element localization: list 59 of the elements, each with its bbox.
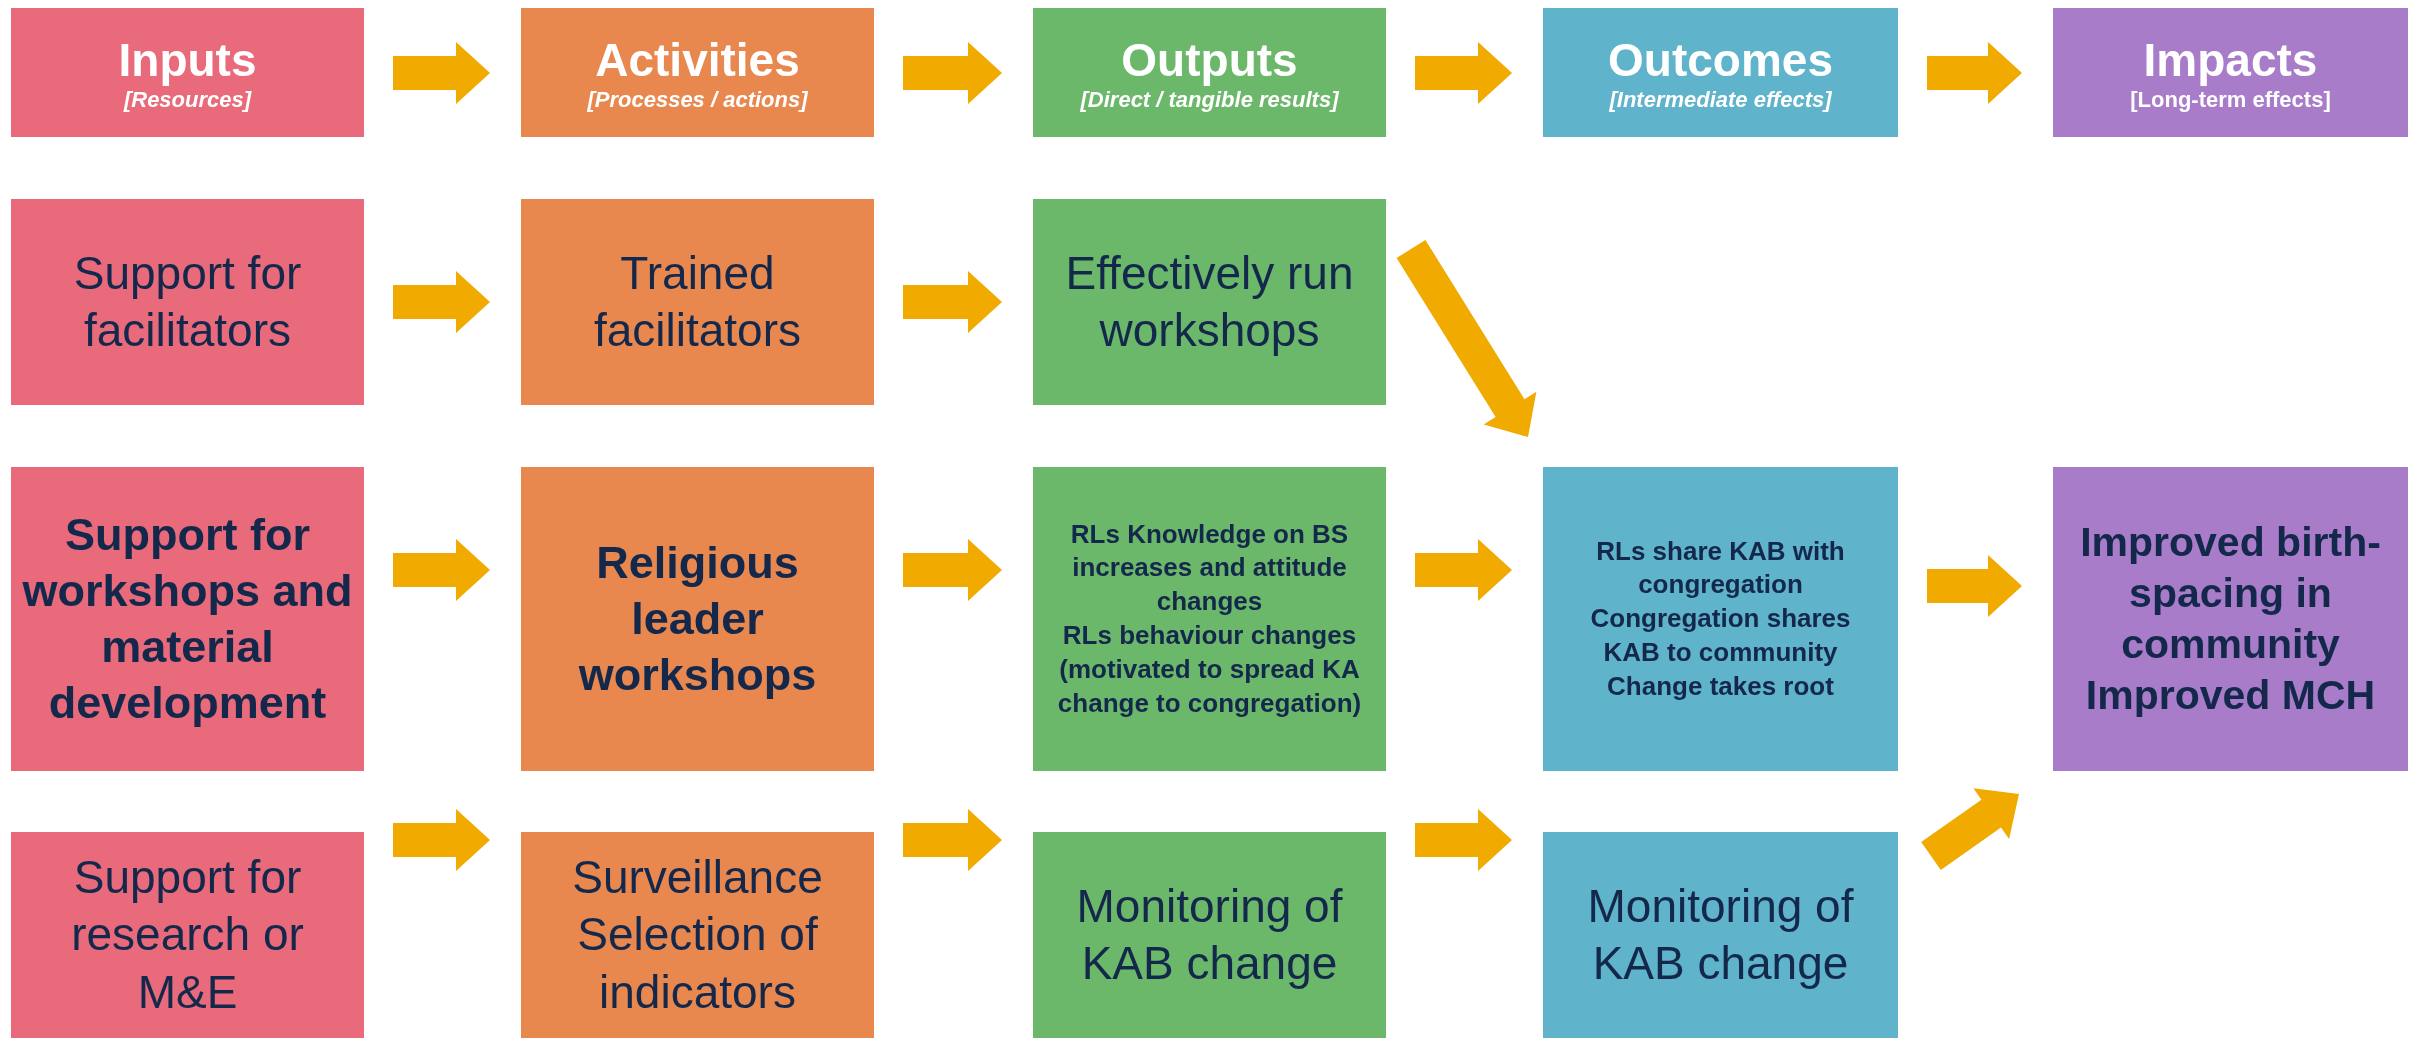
column-heading: Outputs	[1121, 32, 1298, 87]
stage-text: RLs Knowledge on BS increases and attitude changes	[1069, 517, 1350, 619]
stage-text: Effectively run workshops	[1064, 245, 1355, 358]
block-arrow	[1921, 788, 2019, 870]
block-arrow	[903, 539, 1002, 601]
block-arrow	[903, 271, 1002, 333]
header-box	[521, 8, 874, 137]
stage-box	[1543, 467, 1898, 771]
column-subheading: [Resources]	[123, 86, 252, 113]
block-arrow	[393, 42, 490, 104]
stage-text: RLs share KAB with congregation	[1595, 534, 1846, 602]
stage-text: Change takes root	[1606, 669, 1835, 703]
stage-box	[2053, 467, 2408, 771]
block-arrow	[393, 271, 490, 333]
block-arrow	[903, 809, 1002, 871]
stage-box	[1543, 832, 1898, 1038]
stage-box	[1033, 199, 1386, 405]
header-box	[2053, 8, 2408, 137]
stage-text: Monitoring of KAB change	[1586, 878, 1855, 991]
stage-box	[1033, 832, 1386, 1038]
stage-box	[521, 467, 874, 771]
stage-text: Support for workshops and material development	[21, 507, 354, 731]
stage-box	[521, 832, 874, 1038]
block-arrow	[1415, 42, 1512, 104]
block-arrow	[1927, 42, 2022, 104]
stage-text: RLs behaviour changes (motivated to spread KA change to congregation)	[1056, 619, 1363, 720]
block-arrow	[903, 42, 1002, 104]
stage-box	[11, 467, 364, 771]
stage-box	[521, 199, 874, 405]
stage-box	[1033, 467, 1386, 771]
stage-text: Improved birth-spacing in community	[2079, 517, 2382, 669]
stage-text: Support for facilitators	[72, 245, 303, 358]
block-arrow	[1927, 555, 2022, 617]
block-arrow	[1415, 539, 1512, 601]
column-heading: Impacts	[2143, 32, 2318, 87]
column-subheading: [Long-term effects]	[2130, 86, 2331, 113]
column-heading: Activities	[595, 32, 800, 87]
stage-text: Religious leader workshops	[577, 535, 818, 703]
header-box	[1033, 8, 1386, 137]
column-subheading: [Direct / tangible results]	[1080, 86, 1339, 113]
column-heading: Outcomes	[1608, 32, 1833, 87]
block-arrow	[393, 539, 490, 601]
block-arrow	[393, 809, 490, 871]
stage-box	[11, 199, 364, 405]
stage-text: Improved MCH	[2085, 671, 2376, 721]
stage-text: Monitoring of KAB change	[1075, 878, 1344, 991]
stage-text: Congregation shares KAB to community	[1589, 602, 1852, 669]
column-subheading: [Intermediate effects]	[1609, 86, 1832, 113]
column-heading: Inputs	[118, 32, 257, 87]
stage-text: Support for research or M&E	[70, 849, 305, 1020]
header-box	[11, 8, 364, 137]
column-subheading: [Processes / actions]	[587, 86, 808, 113]
stage-text: Selection of indicators	[576, 907, 819, 1020]
stage-text: Surveillance	[572, 849, 823, 905]
stage-text: Trained facilitators	[592, 245, 803, 358]
stage-box	[11, 832, 364, 1038]
header-box	[1543, 8, 1898, 137]
block-arrow	[1415, 809, 1512, 871]
block-arrow	[1396, 240, 1537, 437]
